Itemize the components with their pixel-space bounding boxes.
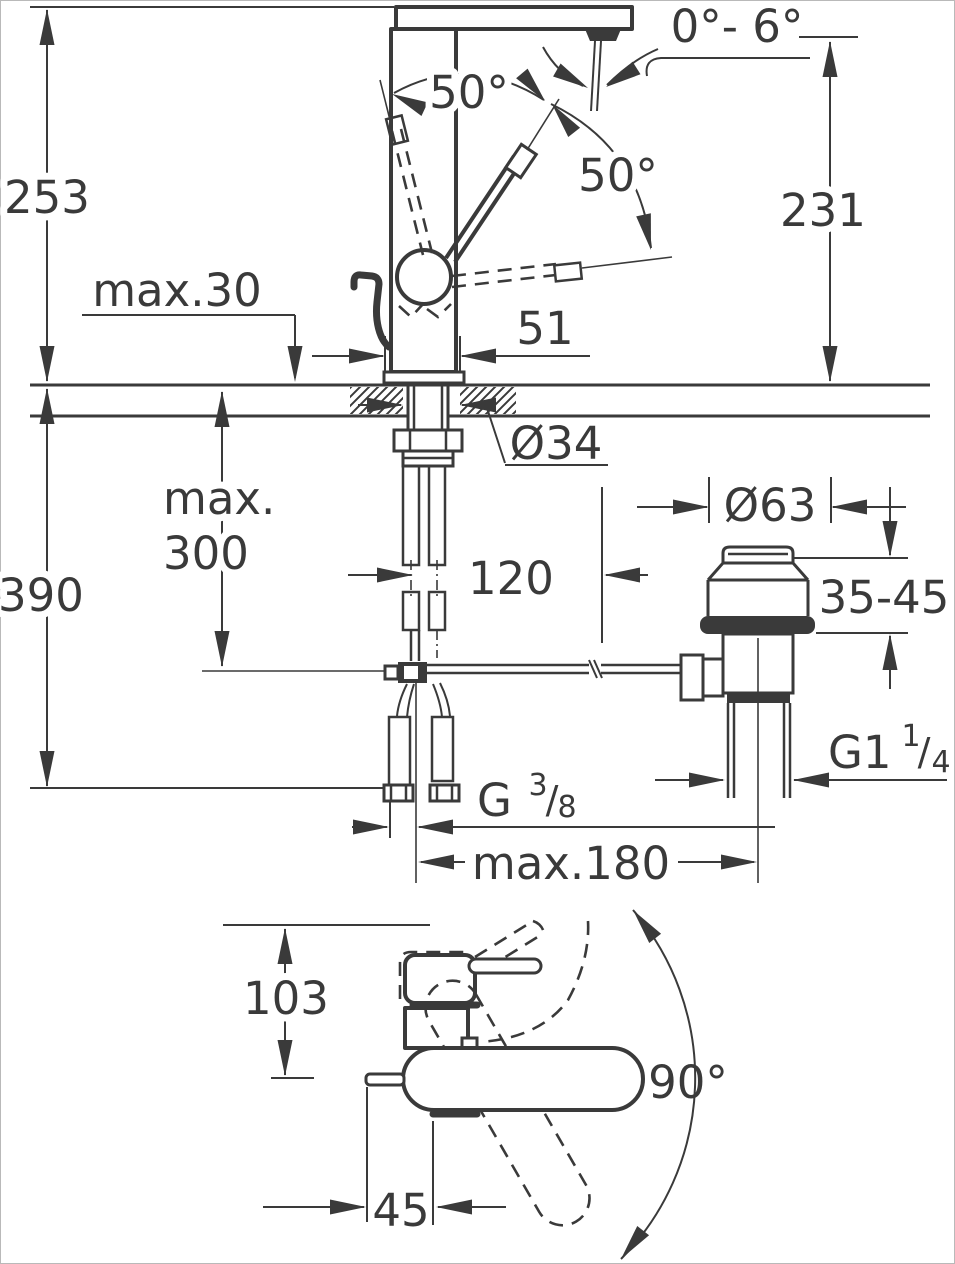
waste-rod-socket — [701, 657, 725, 698]
plan-lever-bar — [467, 957, 543, 975]
dim-g38: G 3 / 8 — [352, 683, 775, 883]
handle-dash-mark — [426, 303, 452, 319]
plan-spout — [401, 1046, 645, 1112]
dim-35-45: 35-45 — [793, 487, 955, 689]
dim-o63: Ø63 — [637, 472, 906, 539]
waste-rod-knob — [679, 653, 705, 702]
dim-103: 103 — [223, 924, 430, 1079]
dim-label-120: 120 — [468, 552, 554, 605]
plan-handle-knob — [403, 953, 477, 1005]
rod-adjuster-cap — [383, 664, 400, 681]
dim-label-45: 45 — [372, 1184, 429, 1237]
plan-lever-swing-arc — [479, 920, 590, 1044]
dim-label-g38-slash: / — [546, 778, 559, 822]
handle-position-right-dashed — [451, 256, 673, 289]
dim-label-g38-sub: 8 — [557, 790, 576, 825]
dim-label-o63: Ø63 — [724, 479, 817, 532]
faucet-body — [389, 27, 458, 374]
dim-label-253: 253 — [4, 171, 90, 224]
below-deck: Ø34 max. 300 390 120 — [0, 383, 775, 890]
dim-label-max180: max.180 — [472, 837, 670, 890]
counter-deck — [30, 383, 930, 418]
dim-label-g114-sup: 1 — [901, 719, 920, 754]
plan-handle-dashed — [398, 950, 464, 999]
waste-seal-ring — [700, 616, 815, 634]
dim-g114: G1 1 / 4 — [655, 719, 951, 788]
dim-231: 231 — [773, 41, 873, 382]
supply-hose-right-lower — [427, 590, 447, 632]
hose-end-left — [387, 715, 412, 787]
plan-spout-dashed — [424, 979, 591, 1227]
dim-label-50-right: 50° — [578, 149, 658, 202]
dim-label-51: 51 — [516, 302, 573, 355]
dim-51: 51 — [312, 302, 590, 383]
dim-label-aerator-tilt: 0°- 6° — [671, 0, 804, 53]
supply-hose-left-lower — [401, 590, 421, 632]
dim-aerator-tilt: 0°- 6° — [542, 0, 858, 95]
hose-connector-right — [428, 783, 461, 803]
dim-120: 120 — [348, 487, 648, 643]
dim-label-max300-1: max. — [163, 472, 275, 525]
hose-connector-left — [382, 783, 415, 803]
plan-lever-dashed — [474, 919, 534, 959]
water-stream — [590, 40, 596, 112]
dim-label-g114-sub: 4 — [931, 745, 950, 780]
dim-90: 90° — [615, 905, 728, 1264]
dim-390: 390 — [0, 388, 384, 789]
plan-body — [403, 1006, 470, 1050]
supply-hose-left — [401, 464, 421, 567]
dim-label-max300-2: 300 — [163, 527, 249, 580]
faucet-spout — [394, 5, 634, 31]
supply-hoses — [382, 464, 461, 803]
handle-position-solid — [444, 98, 560, 264]
water-stream — [596, 40, 602, 112]
handle-position-left-dashed — [379, 79, 434, 256]
plan-view: 103 45 90° — [223, 905, 728, 1264]
lever-handle-profile — [350, 271, 393, 351]
handle-dash-mark — [398, 302, 425, 319]
dim-label-max30: max.30 — [92, 264, 262, 317]
dim-label-g114-slash: / — [918, 730, 931, 774]
dim-label-390: 390 — [0, 569, 84, 622]
dim-45: 45 — [263, 1087, 506, 1237]
dim-label-35-45: 35-45 — [819, 571, 950, 624]
dim-label-90: 90° — [648, 1056, 728, 1109]
dim-o34: Ø34 — [358, 397, 608, 470]
supply-hose-right — [427, 464, 447, 567]
dim-50-right: 50° — [546, 99, 665, 252]
dim-253: 253 — [0, 6, 394, 382]
dim-label-g38: G — [477, 774, 512, 827]
dim-label-103: 103 — [243, 972, 329, 1025]
dim-label-o34: Ø34 — [510, 417, 603, 470]
hose-end-right — [430, 715, 455, 783]
aerator — [585, 29, 621, 41]
dim-50-left: 50° — [388, 59, 551, 126]
dim-label-50-left: 50° — [429, 66, 509, 119]
side-view: 50° 50° 0°- 6° 253 — [0, 0, 930, 418]
dim-label-g114: G1 — [828, 726, 892, 779]
dim-max180: max.180 — [418, 837, 757, 890]
base-plate — [382, 370, 466, 385]
plan-outlet-tube — [364, 1072, 406, 1087]
dim-max300: max. 300 — [156, 391, 282, 667]
pop-up-rod — [202, 659, 681, 683]
dim-label-g38-sup: 3 — [528, 768, 547, 803]
dim-max30: max.30 — [82, 264, 303, 382]
dim-label-231: 231 — [780, 184, 866, 237]
mounting-nut — [392, 428, 464, 453]
drain-assembly: Ø63 35-45 G1 1 / 4 — [637, 472, 955, 883]
waste-push-cap — [721, 545, 795, 565]
